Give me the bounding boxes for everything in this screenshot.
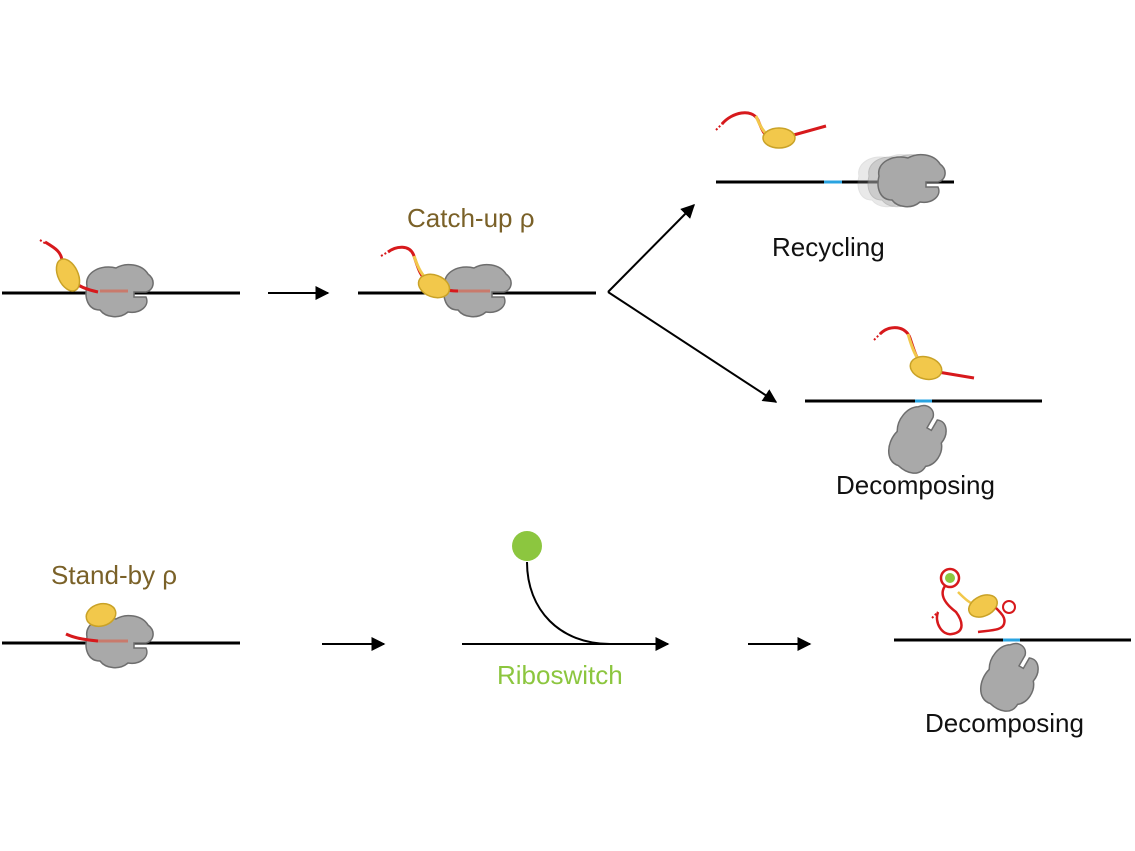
rho-rna-tail	[937, 370, 975, 380]
rho-protein	[968, 594, 998, 618]
rho-protein	[55, 258, 81, 292]
rho-rna-dash	[931, 611, 939, 619]
rho-rna-dash	[873, 333, 881, 341]
stage-standby: Stand-by ρ	[2, 560, 240, 669]
ribosome	[877, 153, 946, 208]
catch-up-label: Catch-up ρ	[407, 203, 535, 233]
rho-rna-dash	[380, 251, 389, 257]
rho-rna-strand	[935, 585, 963, 636]
hairpin-loop	[1002, 600, 1016, 614]
riboswitch-stage: Riboswitch	[462, 531, 670, 690]
rho-rna-dash	[39, 239, 47, 245]
rho-protein	[85, 602, 117, 628]
riboswitch-label: Riboswitch	[497, 660, 623, 690]
rho-protein	[762, 127, 796, 149]
rho-rna-tail	[789, 124, 827, 138]
rho-protein	[417, 273, 451, 299]
rho-protein	[909, 355, 943, 381]
stage-2-catchup: Catch-up ρ	[358, 203, 596, 318]
rho-rna-dash	[715, 123, 723, 131]
decomposing-label-top: Decomposing	[836, 470, 995, 500]
decomposing-outcome-top: Decomposing	[805, 326, 1042, 500]
decomposing-outcome-bottom: Decomposing	[894, 567, 1131, 738]
rho-rna-strand	[65, 632, 99, 643]
ligand-dot	[945, 573, 955, 583]
rho-rna-hairpin	[977, 607, 1006, 634]
riboswitch-curve	[526, 561, 611, 645]
recycling-label: Recycling	[772, 232, 885, 262]
stand-by-label: Stand-by ρ	[51, 560, 177, 590]
decomposing-label-bottom: Decomposing	[925, 708, 1084, 738]
stage-1-catchup-start	[2, 239, 240, 318]
arrow-to-recycling	[607, 204, 695, 293]
recycling-outcome: Recycling	[715, 111, 954, 262]
ligand-dot	[512, 531, 542, 561]
arrow-to-decomposing	[607, 291, 778, 403]
